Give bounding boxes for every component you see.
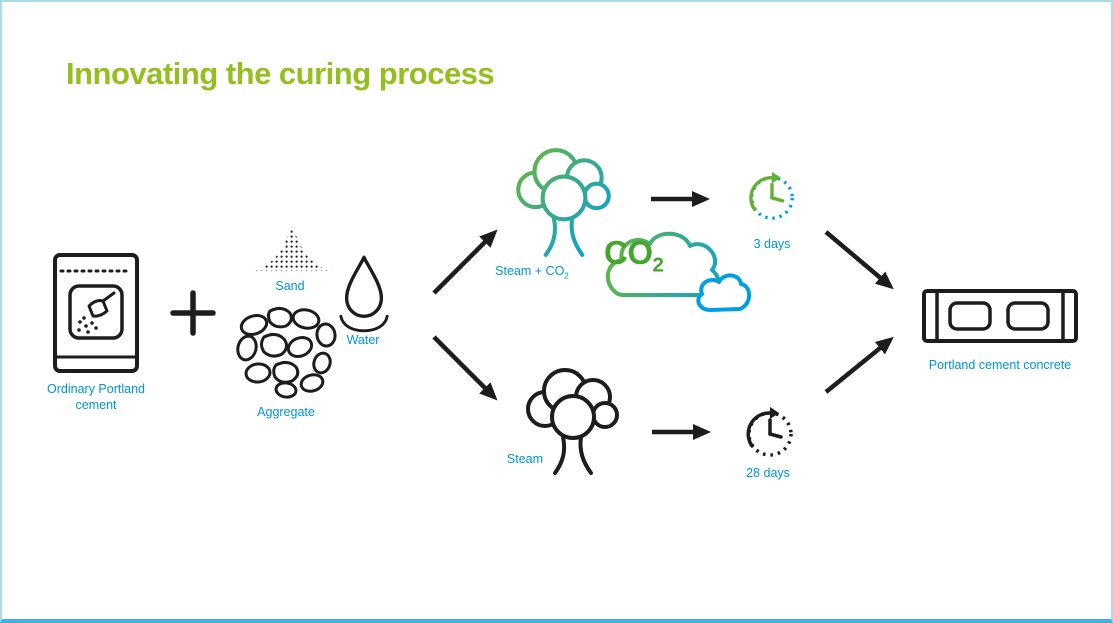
page-title: Innovating the curing process [66,56,495,91]
steam-co2-label: Steam + CO2 [467,264,597,282]
arrow-converge-bottom [824,336,894,394]
timer-28days-icon [746,407,793,457]
steam-label: Steam [506,452,544,466]
aggregate-icon [236,306,337,399]
cement-bag-icon [53,253,139,373]
steam-co2-label-sub: 2 [564,271,569,281]
co2-text-main: CO [604,234,653,271]
concrete-label: Portland cement concrete [928,358,1072,372]
steam-co2-label-main: Steam + CO [495,264,565,278]
duration-3days-label: 3 days [753,237,791,251]
co2-cloud-icon [606,231,752,312]
arrow-right-bottom [652,424,711,440]
arrow-converge-top [824,230,894,290]
co2-text-sub: 2 [652,253,664,277]
sand-pile-icon [252,227,332,271]
sand-label: Sand [275,279,305,293]
arrow-right-top [651,191,710,207]
water-drop-icon [339,255,389,333]
arrow-down-right [432,335,498,401]
arrow-up-right [432,229,498,295]
plus-icon [170,290,216,336]
co2-cloud-text: CO2 [604,234,664,278]
cement-label: Ordinary Portland cement [47,382,145,412]
aggregate-label: Aggregate [257,405,315,419]
timer-3days-icon [749,171,794,220]
steam-co2-cloud-icon [516,148,611,257]
duration-28days-label: 28 days [746,466,790,480]
water-label: Water [346,333,380,347]
steam-cloud-icon [526,368,619,475]
concrete-block-icon [922,289,1078,343]
